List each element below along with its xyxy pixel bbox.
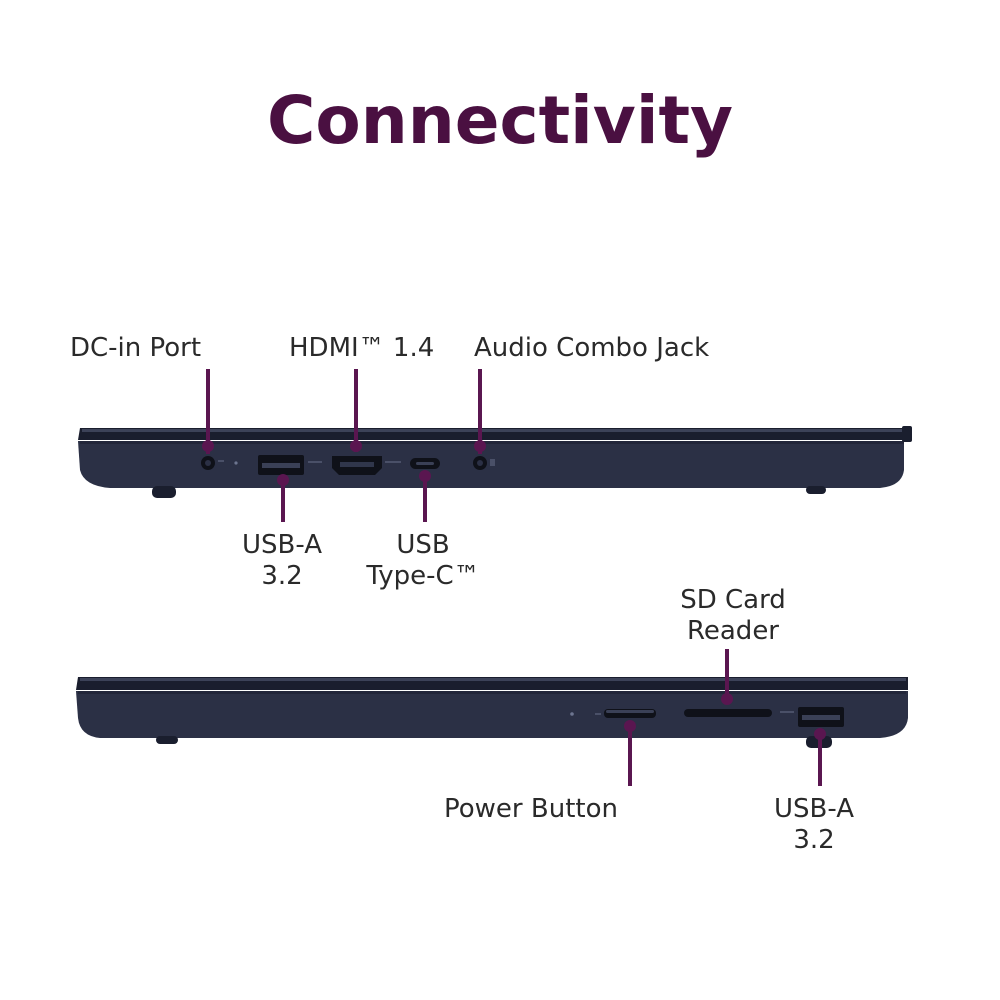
usb-a-label-line1: USB-A [242,530,322,560]
page-title: Connectivity [266,82,734,159]
usb-a-glyph [780,711,794,713]
foot-left [152,486,176,498]
dc-glyph [218,460,224,462]
dc-in-label: DC-in Port [70,333,202,363]
usb-a-port-tongue [262,463,300,468]
power-button-top [606,710,654,713]
usb-c-label: USB Type-C™ [348,530,498,592]
audio-glyph [490,459,495,466]
sd-card-label: SD Card Reader [660,585,806,647]
usb-a-ss-glyph [308,461,322,463]
hdmi-glyph [385,461,401,463]
power-leader [628,726,632,786]
usb-c-leader [423,476,427,522]
sd-card-label-line1: SD Card [680,585,786,615]
power-led-icon [570,712,574,716]
hdmi-leader-dot [350,440,362,452]
laptop-left-side-view [78,426,912,498]
charge-led-icon [234,461,238,465]
power-glyph [595,713,601,715]
usb-a2-label-line1: USB-A [774,794,854,824]
usb-a-leader [281,480,285,522]
laptop-lid-highlight [82,429,906,432]
audio-jack-inner [477,460,483,466]
dc-in-port-inner [205,460,211,466]
hdmi-label: HDMI™ 1.4 [289,333,435,363]
usb-c-port-tongue [416,462,434,465]
hdmi-leader [354,369,358,452]
usb-a2-label: USB-A 3.2 [752,794,876,856]
laptop-right-side-view [76,677,908,748]
sd-card-label-line2: Reader [686,616,779,646]
power-button-label: Power Button [444,794,618,824]
dc-in-leader-dot [202,440,214,452]
hdmi-port-tongue [340,462,374,467]
audio-leader-dot [474,440,486,452]
laptop-lid-highlight [80,678,906,681]
usb-a-port-tongue [802,715,840,720]
foot-right [806,486,826,494]
usb-a2-label-line2: 3.2 [793,825,835,855]
laptop-base [76,691,908,738]
laptop-base-shade [80,441,904,444]
usb-c-label-line1: USB [396,530,450,560]
hinge-tab [902,426,912,442]
audio-label: Audio Combo Jack [474,333,710,363]
dc-in-leader [206,369,210,454]
audio-leader [478,369,482,454]
laptop-base-shade [78,691,906,694]
sd-card-slot-icon [684,709,772,717]
usb-a-label-line2: 3.2 [261,561,303,591]
usb-c-label-line2: Type-C™ [366,561,480,591]
usb-a2-leader [818,734,822,786]
foot-left [156,736,178,744]
usb-a-label: USB-A 3.2 [220,530,344,592]
sd-card-leader-dot [721,693,733,705]
sd-card-leader [725,649,729,704]
